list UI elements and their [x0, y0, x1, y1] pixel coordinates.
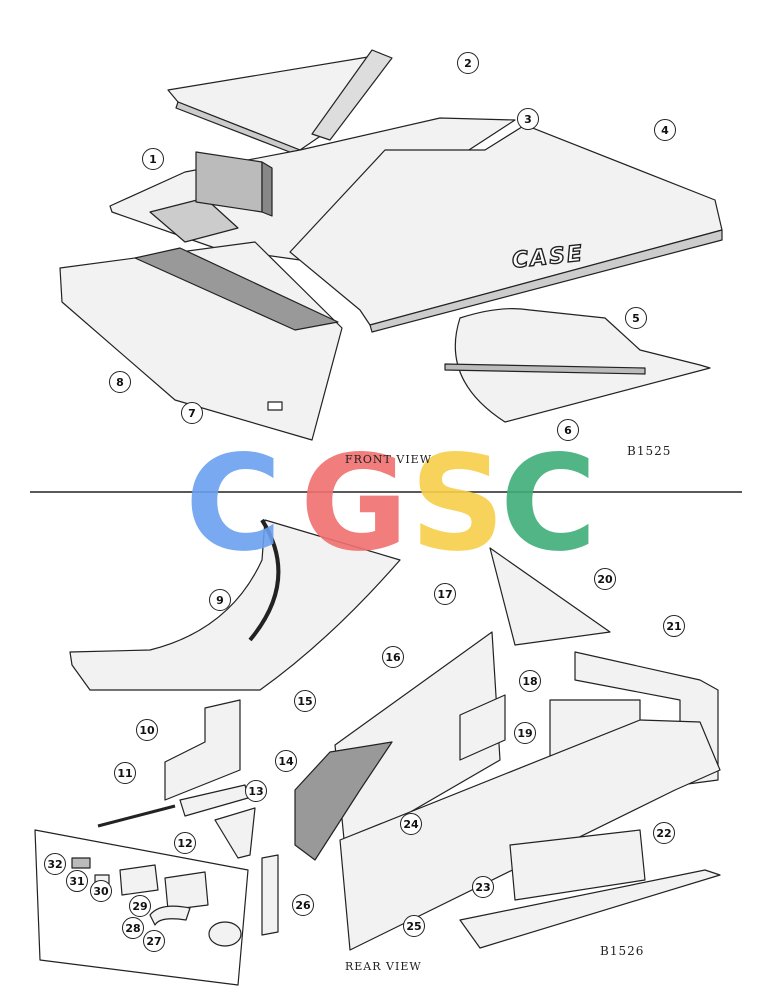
- part-18-small-plate: [459, 694, 506, 761]
- watermark-letter-2: G: [300, 427, 409, 581]
- callout-30: 30: [90, 880, 112, 902]
- callout-6: 6: [557, 419, 579, 441]
- callout-8: 8: [109, 371, 131, 393]
- part-13-clip: [214, 807, 256, 859]
- callout-29: 29: [129, 895, 151, 917]
- callout-9: 9: [209, 589, 231, 611]
- part-5-plate: [444, 308, 711, 423]
- inset-detail-box: [34, 829, 249, 986]
- callout-31: 31: [66, 870, 88, 892]
- front-figure-code: B1525: [627, 444, 672, 458]
- part-10-bracket: [164, 699, 249, 817]
- callout-14: 14: [275, 750, 297, 772]
- part-1-bracket: [195, 151, 273, 217]
- part-14-15-16-assembly: [294, 741, 393, 861]
- callout-22: 22: [653, 822, 675, 844]
- callout-1: 1: [142, 148, 164, 170]
- callout-11: 11: [114, 762, 136, 784]
- part-25-long-panel: [339, 719, 721, 951]
- part-11-rod: [97, 804, 176, 828]
- callout-17: 17: [434, 583, 456, 605]
- callout-12: 12: [174, 832, 196, 854]
- callout-19: 19: [514, 722, 536, 744]
- part-9-curved-panel: [69, 518, 401, 691]
- part-7-side-panel: [59, 241, 343, 441]
- callout-27: 27: [143, 930, 165, 952]
- callout-4: 4: [654, 119, 676, 141]
- callout-24: 24: [400, 813, 422, 835]
- rear-view-caption: REAR VIEW: [345, 960, 422, 973]
- callout-18: 18: [519, 670, 541, 692]
- front-view-caption: FRONT VIEW: [345, 453, 433, 466]
- callout-23: 23: [472, 876, 494, 898]
- part-4-top-panel: [289, 124, 723, 333]
- callout-13: 13: [245, 780, 267, 802]
- watermark-letter-1: C: [185, 427, 282, 581]
- part-26-strip: [261, 854, 279, 936]
- callout-32: 32: [44, 853, 66, 875]
- callout-25: 25: [403, 915, 425, 937]
- rear-figure-code: B1526: [600, 944, 645, 958]
- callout-7: 7: [181, 402, 203, 424]
- part-2-cover-lid: [167, 49, 393, 157]
- callout-26: 26: [292, 894, 314, 916]
- callout-2: 2: [457, 52, 479, 74]
- part-20-triangle-plate: [489, 547, 611, 646]
- callout-3: 3: [517, 108, 539, 130]
- callout-16: 16: [382, 646, 404, 668]
- watermark-letter-3: S: [410, 427, 506, 581]
- callout-28: 28: [122, 917, 144, 939]
- callout-5: 5: [625, 307, 647, 329]
- parts-27-32-hardware: [71, 857, 242, 947]
- callout-10: 10: [136, 719, 158, 741]
- callout-20: 20: [594, 568, 616, 590]
- callout-21: 21: [663, 615, 685, 637]
- part-22-base-tray: [459, 829, 721, 949]
- watermark-letter-4: C: [500, 427, 597, 581]
- callout-15: 15: [294, 690, 316, 712]
